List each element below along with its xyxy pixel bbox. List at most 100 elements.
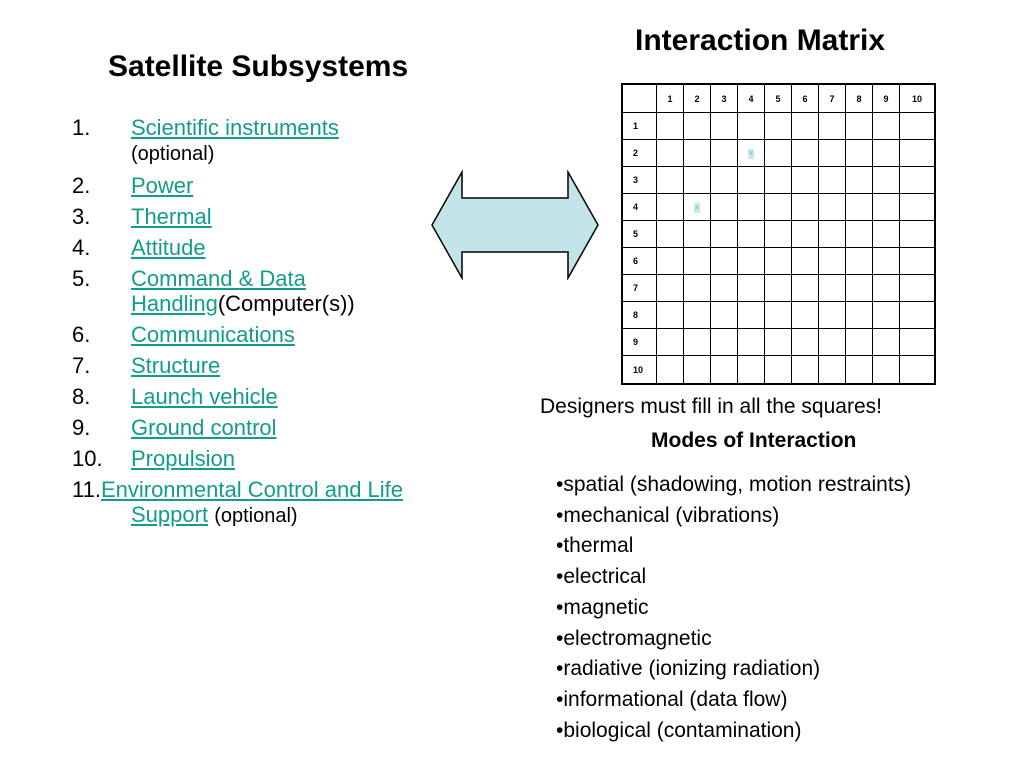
matrix-row: 3 xyxy=(621,166,936,194)
list-item: 5. Command & Data Handling(Computer(s)) xyxy=(72,266,432,316)
matrix-col-header: 7 xyxy=(818,83,846,113)
matrix-cell: x xyxy=(683,193,711,221)
matrix-cell xyxy=(872,274,900,302)
list-item: 10. Propulsion xyxy=(72,446,432,471)
matrix-cell xyxy=(818,112,846,140)
item-number: 7. xyxy=(72,353,91,378)
subsystem-link-propulsion[interactable]: Propulsion xyxy=(131,446,235,471)
matrix-cell: x xyxy=(737,139,765,167)
matrix-cell xyxy=(656,220,684,248)
matrix-col-header: 4 xyxy=(737,83,765,113)
matrix-col-header: 3 xyxy=(710,83,738,113)
subsystem-link-communications[interactable]: Communications xyxy=(131,322,295,347)
matrix-cell xyxy=(872,166,900,194)
list-item: 8. Launch vehicle xyxy=(72,384,432,409)
matrix-cell xyxy=(764,274,792,302)
mode-item: •thermal xyxy=(556,534,634,558)
list-item: 9. Ground control xyxy=(72,415,432,440)
matrix-cell xyxy=(710,139,738,167)
matrix-cell xyxy=(737,328,765,356)
matrix-cell xyxy=(764,355,792,385)
modes-list: •spatial (shadowing, motion restraints) … xyxy=(556,470,911,746)
item-number: 11. xyxy=(72,477,101,502)
list-item: 7. Structure xyxy=(72,353,432,378)
subsystem-link-ground-control[interactable]: Ground control xyxy=(131,415,277,440)
matrix-cell xyxy=(818,328,846,356)
subsystem-link-scientific-instruments[interactable]: Scientific instruments xyxy=(131,115,339,140)
subsystem-link-thermal[interactable]: Thermal xyxy=(131,204,212,229)
item-number: 8. xyxy=(72,384,91,409)
matrix-col-header: 6 xyxy=(791,83,819,113)
matrix-col-header: 1 xyxy=(656,83,684,113)
matrix-cell xyxy=(899,355,936,385)
matrix-corner-cell xyxy=(621,83,657,113)
mode-item: •radiative (ionizing radiation) xyxy=(556,657,821,681)
item-number: 2. xyxy=(72,173,91,198)
matrix-cell xyxy=(899,247,936,275)
matrix-cell xyxy=(764,301,792,329)
matrix-cell xyxy=(899,328,936,356)
matrix-cell xyxy=(845,166,873,194)
matrix-cell xyxy=(656,139,684,167)
matrix-row: 1 xyxy=(621,112,936,140)
matrix-cell xyxy=(656,301,684,329)
matrix-mark: x xyxy=(748,149,754,159)
mode-item: •mechanical (vibrations) xyxy=(556,503,780,527)
matrix-cell xyxy=(656,328,684,356)
matrix-col-header: 10 xyxy=(899,83,936,113)
matrix-cell xyxy=(845,247,873,275)
subsystem-list: 1. Scientific instruments(optional) 2. P… xyxy=(72,115,432,535)
matrix-cell xyxy=(791,247,819,275)
subsystem-link-structure[interactable]: Structure xyxy=(131,353,221,378)
matrix-cell xyxy=(791,355,819,385)
item-number: 6. xyxy=(72,322,91,347)
matrix-row-header: 9 xyxy=(621,328,657,356)
subsystem-link-power[interactable]: Power xyxy=(131,173,194,198)
matrix-row-header: 10 xyxy=(621,355,657,385)
matrix-cell xyxy=(818,193,846,221)
matrix-cell xyxy=(656,355,684,385)
matrix-row: 8 xyxy=(621,301,936,329)
matrix-cell xyxy=(737,112,765,140)
subsystem-link-attitude[interactable]: Attitude xyxy=(131,235,206,260)
matrix-cell xyxy=(710,112,738,140)
matrix-row-header: 5 xyxy=(621,220,657,248)
matrix-cell xyxy=(683,247,711,275)
matrix-cell xyxy=(683,274,711,302)
matrix-cell xyxy=(872,139,900,167)
matrix-cell xyxy=(845,301,873,329)
subsystem-link-command-data-handling[interactable]: Command & Data Handling xyxy=(131,266,306,316)
matrix-cell xyxy=(872,355,900,385)
matrix-cell xyxy=(818,301,846,329)
matrix-row-header: 7 xyxy=(621,274,657,302)
matrix-cell xyxy=(845,139,873,167)
matrix-row: 5 xyxy=(621,220,936,248)
matrix-row: 10 xyxy=(621,355,936,385)
matrix-row: 7 xyxy=(621,274,936,302)
matrix-row: 9 xyxy=(621,328,936,356)
matrix-col-header: 8 xyxy=(845,83,873,113)
subsystem-link-launch-vehicle[interactable]: Launch vehicle xyxy=(131,384,278,409)
matrix-mark: x xyxy=(694,203,700,213)
matrix-cell xyxy=(872,193,900,221)
matrix-cell xyxy=(656,112,684,140)
matrix-cell xyxy=(710,328,738,356)
matrix-col-header: 2 xyxy=(683,83,711,113)
matrix-row-header: 2 xyxy=(621,139,657,167)
matrix-row-header: 1 xyxy=(621,112,657,140)
matrix-cell xyxy=(710,274,738,302)
item-number: 9. xyxy=(72,415,91,440)
list-item: 11.Environmental Control and Life Suppor… xyxy=(72,477,432,529)
subsystem-link-environmental-control[interactable]: Environmental Control and Life Support xyxy=(100,477,404,527)
matrix-cell xyxy=(656,166,684,194)
matrix-cell xyxy=(737,166,765,194)
matrix-cell xyxy=(791,139,819,167)
list-item: 4. Attitude xyxy=(72,235,432,260)
matrix-cell xyxy=(899,166,936,194)
matrix-cell xyxy=(872,328,900,356)
matrix-cell xyxy=(872,112,900,140)
matrix-cell xyxy=(710,355,738,385)
matrix-cell xyxy=(845,220,873,248)
